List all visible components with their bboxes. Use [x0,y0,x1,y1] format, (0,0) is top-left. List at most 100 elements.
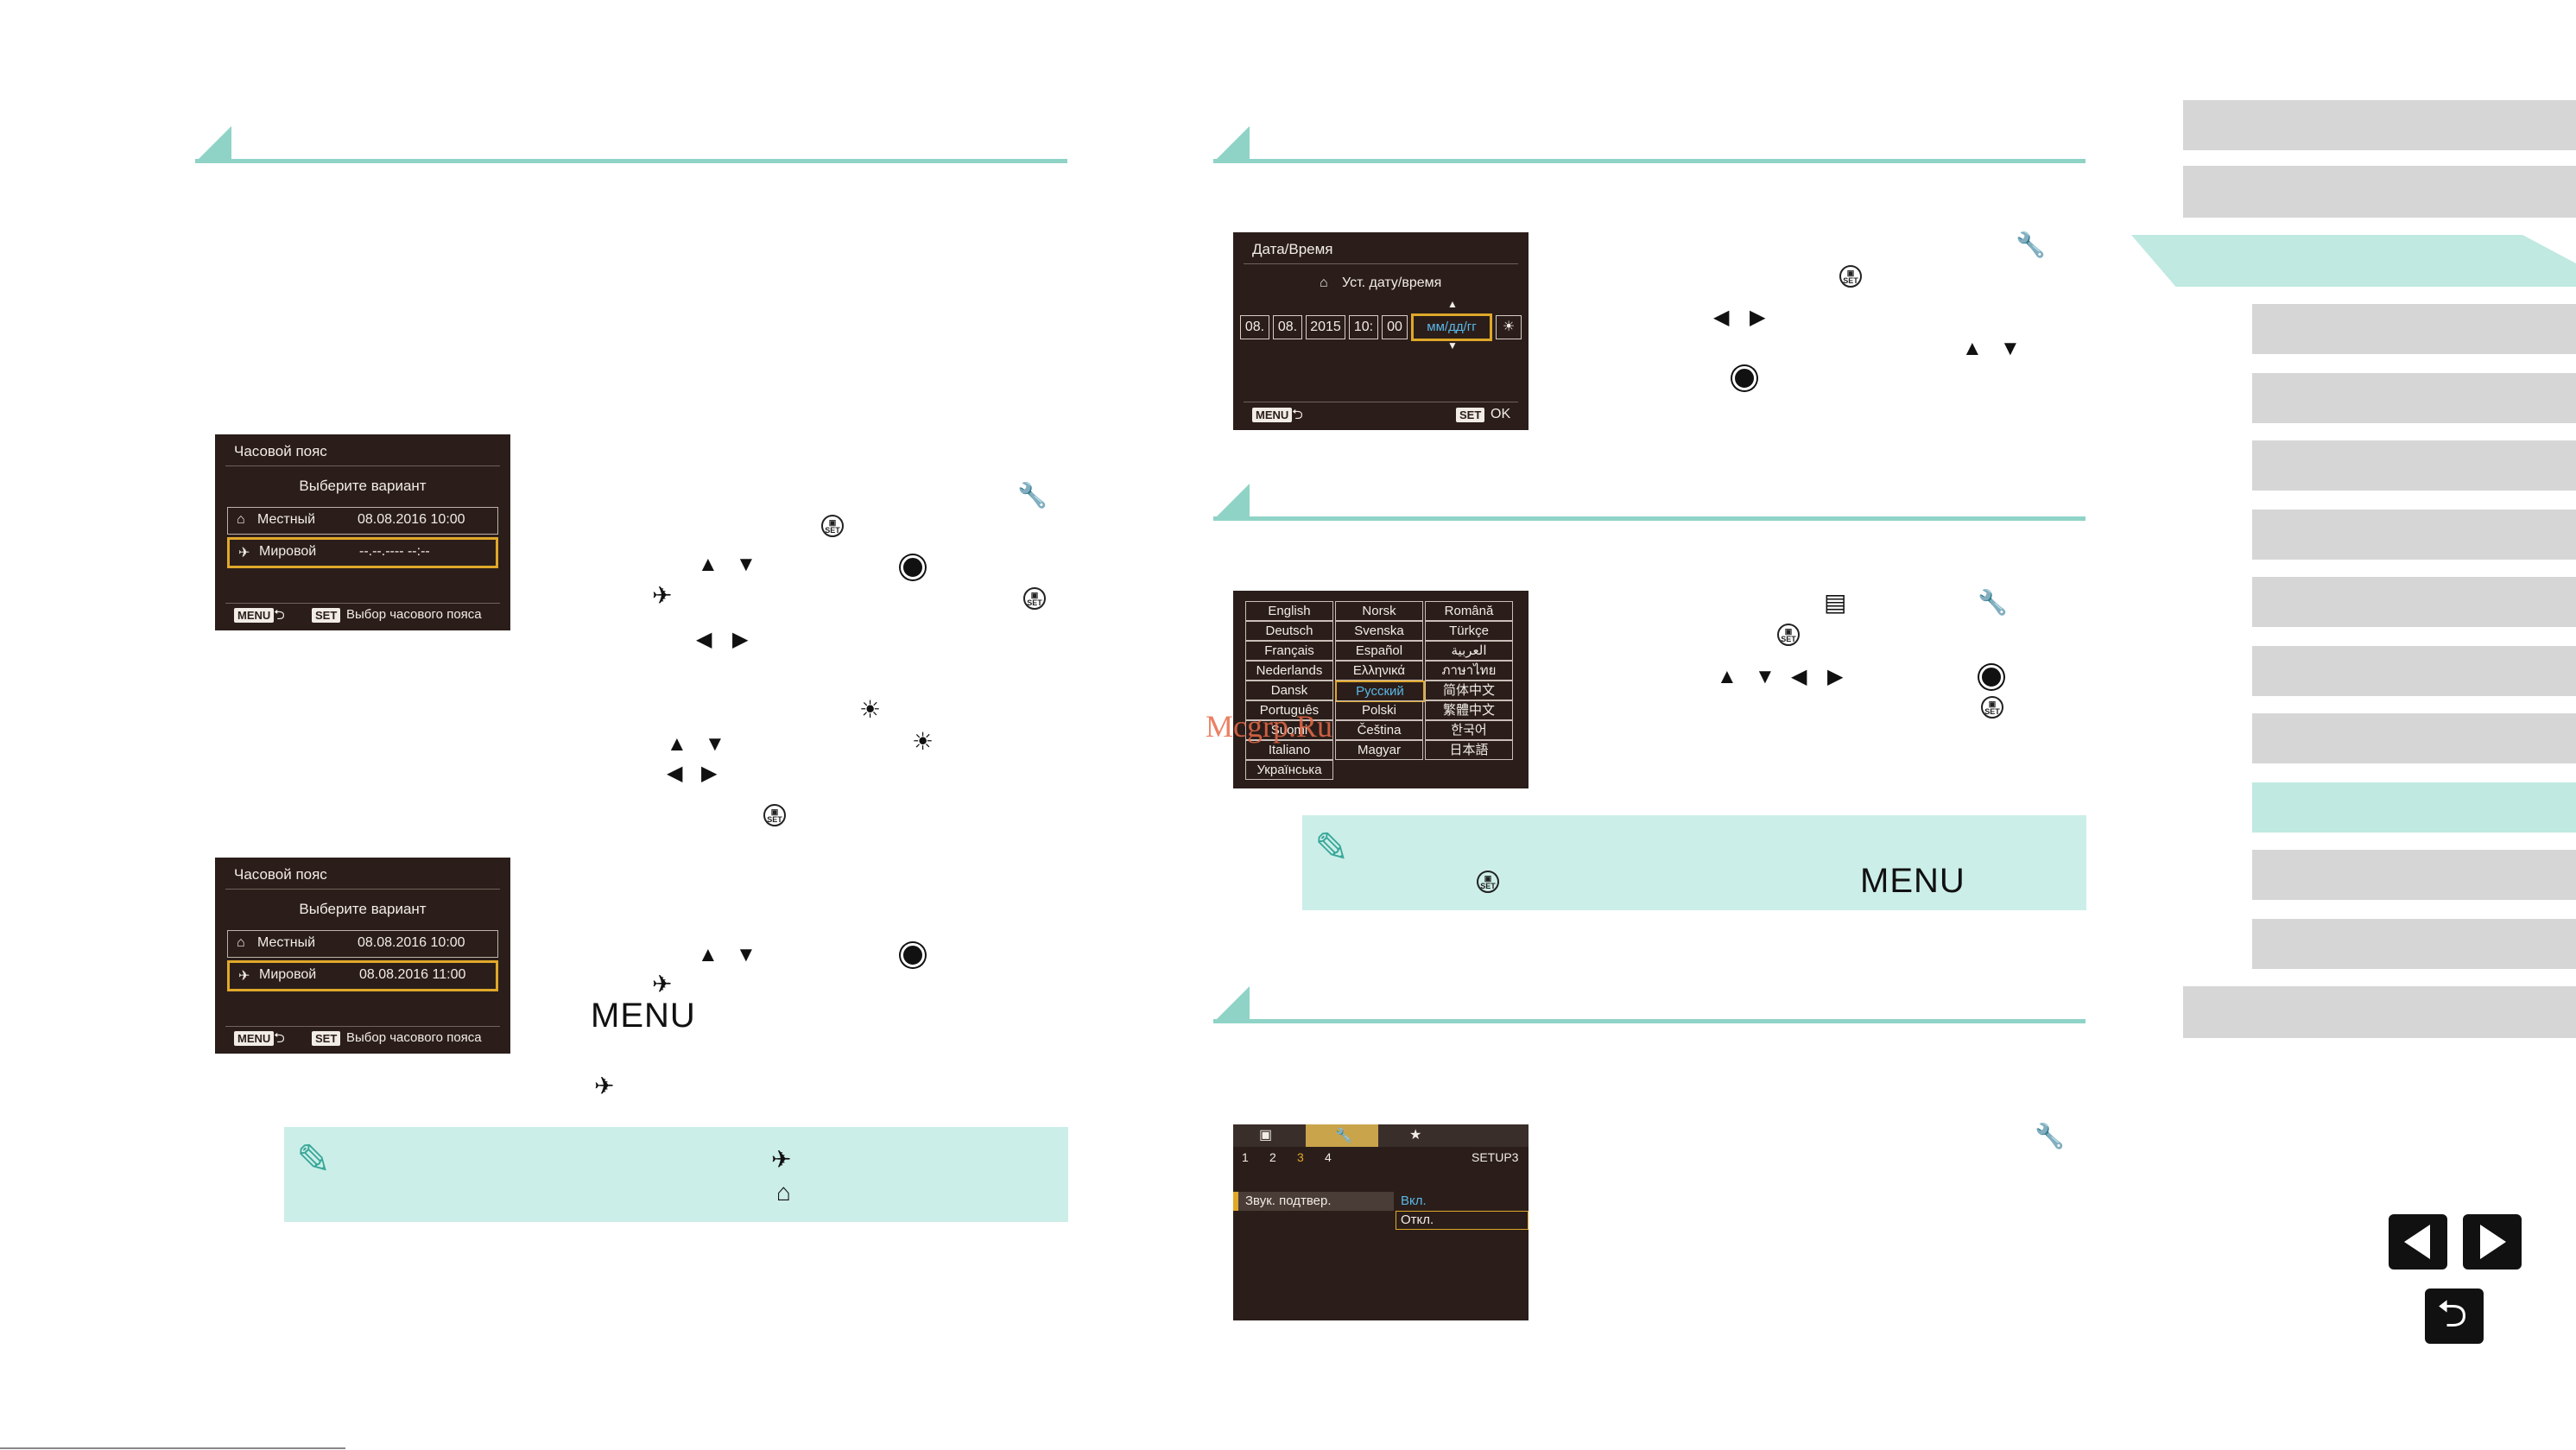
airplane-icon: ✈ [594,1073,615,1099]
func-menu-icon: ▤ [1824,589,1847,616]
summer-time-off-icon: ☀ [859,696,882,723]
back-icon: ⮌ [1292,408,1303,422]
language-option[interactable]: Español [1335,641,1423,661]
language-option[interactable]: 繁體中文 [1425,700,1513,720]
language-option[interactable]: 한국어 [1425,720,1513,740]
home-icon: ⌂ [237,935,245,950]
set-button-label: SET [1456,408,1485,422]
menu-tab-bar [1233,1124,1529,1147]
ok-label: OK [1491,407,1511,421]
nav-subtab-2[interactable] [2252,373,2576,423]
nav-subtab-4[interactable] [2252,510,2576,560]
up-arrow-icon: ▲ [698,553,718,576]
date-field-2: 08. [1273,315,1302,339]
nav-subtab-9[interactable] [2252,850,2576,900]
control-dial-icon [901,943,925,967]
language-option[interactable]: Svenska [1335,621,1423,641]
airplane-icon: ✈ [238,546,250,560]
menu-button-word: MENU [1860,862,1965,900]
airplane-icon: ✈ [652,582,673,609]
language-option[interactable]: Dansk [1245,681,1333,700]
nav-tab-active[interactable] [2131,235,2576,287]
language-option[interactable]: Suomi [1245,720,1333,740]
language-option[interactable]: Deutsch [1245,621,1333,641]
prev-page-button[interactable] [2389,1214,2447,1270]
home-icon: ⌂ [776,1179,791,1206]
selection-marker [1233,1192,1238,1211]
screen-subtitle: Уст. дату/время [1342,275,1442,290]
language-option[interactable]: Magyar [1335,740,1423,760]
nav-tab-1[interactable] [2183,100,2576,150]
nav-subtab-6[interactable] [2252,646,2576,696]
language-option[interactable]: English [1245,601,1333,621]
nav-tab-2[interactable] [2183,166,2576,218]
date-field-3: 2015 [1306,315,1345,339]
language-option[interactable]: Polski [1335,700,1423,720]
nav-subtab-7[interactable] [2252,713,2576,763]
section-header-bar [1213,159,2085,163]
language-option[interactable]: Türkçe [1425,621,1513,641]
language-option[interactable]: Português [1245,700,1333,720]
language-option[interactable]: 日本語 [1425,740,1513,760]
back-icon: ⮌ [274,608,285,623]
func-set-icon: ▣SET [1839,265,1862,288]
screen-subtitle: Выберите вариант [299,478,427,494]
left-arrow-icon: ◀ [696,628,712,651]
divider [225,889,500,890]
up-arrow-icon: ▲ [1962,337,1983,360]
local-value: 08.08.2016 10:00 [358,512,465,527]
left-arrow-icon: ◀ [667,762,683,785]
timezone-screen-2: Часовой пояс Выберите вариант ⌂ Местный … [215,858,510,1054]
date-field-4: 10: [1349,315,1378,339]
world-value: 08.08.2016 11:00 [359,967,466,982]
pencil-icon: ✎ [296,1137,332,1183]
local-label: Местный [257,935,316,950]
nav-subtab-3[interactable] [2252,440,2576,491]
language-option[interactable]: 简体中文 [1425,681,1513,700]
language-option[interactable]: Nederlands [1245,661,1333,681]
datetime-screen: Дата/Время ⌂ Уст. дату/время ▲ 08. 08. 2… [1233,232,1529,430]
language-option[interactable]: Français [1245,641,1333,661]
down-arrow-icon: ▼ [736,943,756,966]
wrench-icon: 🔧 [1017,482,1047,509]
right-arrow-icon [2480,1225,2506,1259]
func-set-icon: ▣SET [1477,871,1499,893]
up-arrow-icon: ▲ [667,732,687,756]
option-on: Вкл. [1401,1194,1427,1208]
language-option[interactable]: Ελληνικά [1335,661,1423,681]
screen-subtitle: Выберите вариант [299,901,427,917]
control-dial-icon [1732,366,1756,390]
left-arrow-icon [2404,1225,2430,1259]
language-option[interactable]: Українська [1245,760,1333,780]
row-world: ✈ Мировой 08.08.2016 11:00 [227,960,498,991]
right-arrow-icon: ▶ [1827,665,1844,688]
language-option[interactable]: Русский [1335,681,1425,702]
language-option[interactable]: العربية [1425,641,1513,661]
nav-subtab-10[interactable] [2252,919,2576,969]
nav-tab-last[interactable] [2183,986,2576,1038]
section-header-triangle [1213,126,1250,162]
language-option[interactable]: Norsk [1335,601,1423,621]
menu-button-label: MENU [234,608,275,623]
language-option[interactable]: Čeština [1335,720,1423,740]
language-option[interactable]: ภาษาไทย [1425,661,1513,681]
camera-tab-icon: ▣ [1259,1128,1273,1143]
return-button[interactable]: ⮌ [2425,1289,2484,1344]
date-field-1: 08. [1240,315,1269,339]
tab-number-1: 1 [1242,1150,1249,1164]
footer-rule [0,1447,345,1449]
nav-subtab-5[interactable] [2252,577,2576,627]
nav-subtab-active[interactable] [2252,782,2576,833]
language-option[interactable]: Italiano [1245,740,1333,760]
nav-subtab-1[interactable] [2252,304,2576,354]
divider [225,603,500,604]
language-option[interactable]: Română [1425,601,1513,621]
next-page-button[interactable] [2463,1214,2522,1270]
section-header-triangle [195,126,231,162]
option-off: Откл. [1401,1213,1434,1227]
summer-time-icon: ☀ [912,728,934,755]
control-dial-icon [901,555,925,579]
down-arrow-icon: ▼ [2000,337,2021,360]
right-arrow-icon: ▶ [732,628,749,651]
left-arrow-icon: ◀ [1791,665,1807,688]
